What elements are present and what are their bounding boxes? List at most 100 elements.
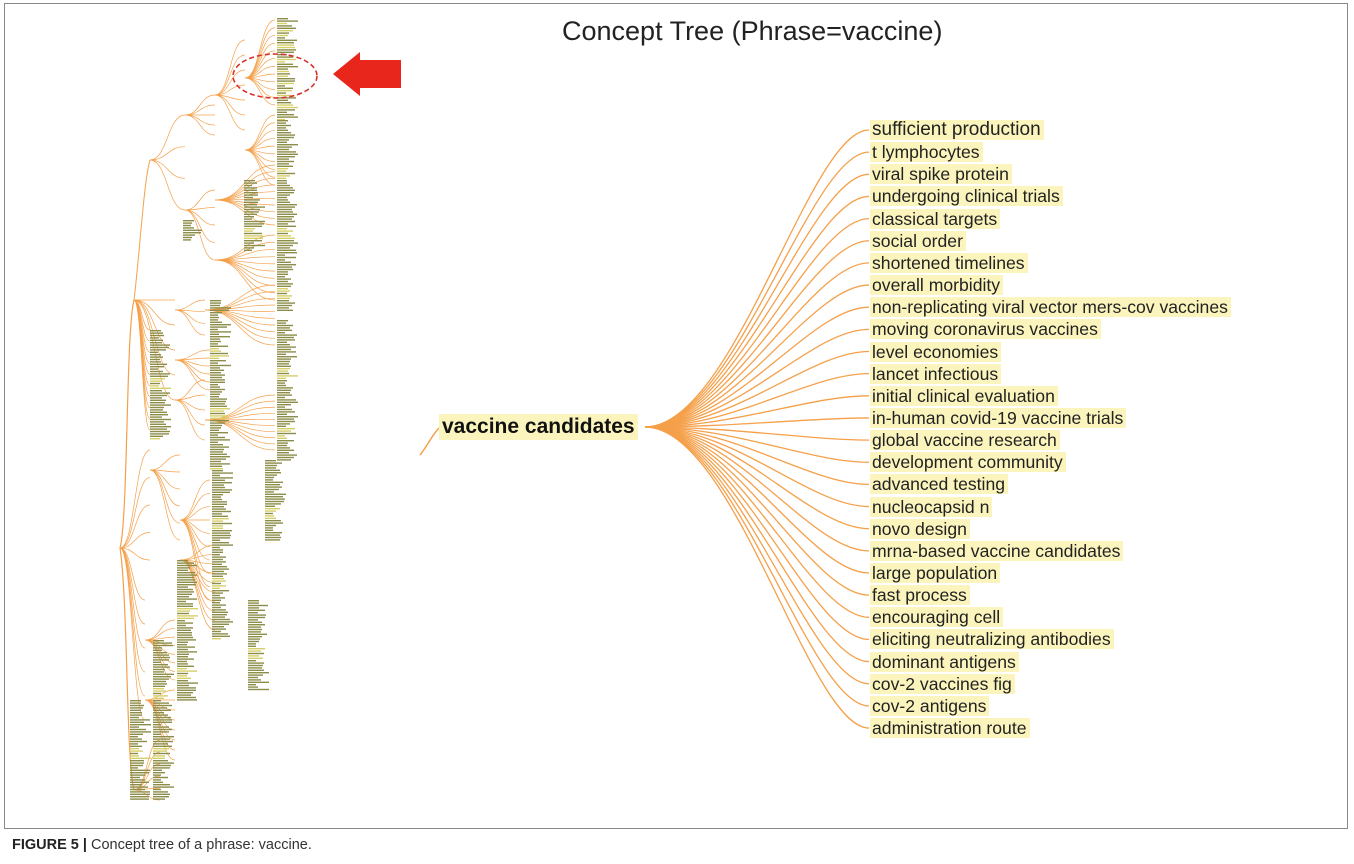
dashed-ellipse-icon: [232, 53, 318, 99]
overview-labels: [277, 120, 298, 311]
overview-leaf-edge: [179, 519, 211, 601]
overview-branch-edge: [214, 54, 246, 96]
overview-branch-edge: [149, 159, 186, 179]
leaf-label: classical targets: [870, 208, 1001, 229]
leaf-edge: [644, 426, 870, 685]
overview-leaf-edge: [244, 27, 276, 79]
leaf-edge: [644, 426, 870, 618]
overview-branch-edge: [184, 189, 216, 211]
leaf-edge: [644, 129, 870, 428]
leaf-label: moving coronavirus vaccines: [870, 319, 1101, 340]
overview-branch-edge: [184, 209, 216, 261]
overview-tree: [119, 18, 318, 801]
root-incoming-edge: [419, 427, 440, 456]
overview-leaf-edge: [244, 149, 276, 186]
figure-caption: FIGURE 5 | Concept tree of a phrase: vac…: [12, 837, 312, 853]
leaf-edge: [644, 426, 870, 663]
leaf-label: level economies: [870, 341, 1002, 362]
leaf-edge: [644, 328, 870, 428]
overview-branch-edge: [214, 69, 246, 96]
overview-labels: [153, 640, 174, 800]
leaf-edge: [644, 262, 870, 428]
caption-text: Concept tree of a phrase: vaccine.: [86, 837, 312, 853]
overview-branch-edge: [149, 159, 186, 211]
leaf-edge: [644, 284, 870, 428]
overview-branch-edge: [174, 394, 206, 401]
overview-branch-edge: [174, 379, 206, 401]
leaf-label: dominant antigens: [870, 651, 1019, 672]
overview-leaf-edge: [179, 559, 216, 631]
leaf-label: advanced testing: [870, 474, 1009, 495]
leaf-label: novo design: [870, 518, 970, 539]
overview-trunk-edge: [119, 299, 135, 549]
leaf-edge: [644, 426, 870, 729]
leaf-label: nucleocapsid n: [870, 496, 993, 517]
overview-leaf-edge: [244, 122, 276, 151]
leaf-edge: [644, 173, 870, 428]
leaf-edge: [644, 151, 870, 428]
overview-leaf-edge: [179, 479, 211, 521]
leaf-edge: [644, 426, 870, 707]
overview-leaf-edge: [244, 50, 276, 79]
red-arrow-icon: [333, 52, 401, 96]
overview-branch-edge: [119, 504, 151, 549]
overview-leaf-edge: [133, 299, 151, 431]
leaf-label: initial clinical evaluation: [870, 385, 1058, 406]
leaf-edge: [644, 426, 870, 508]
leaf-label: undergoing clinical trials: [870, 186, 1063, 207]
leaf-edge: [644, 350, 870, 428]
leaf-label: eliciting neutralizing antibodies: [870, 629, 1114, 650]
leaf-edge: [644, 240, 870, 428]
leaf-edge: [644, 426, 870, 641]
leaf-edge: [644, 426, 870, 596]
overview-labels: [177, 560, 198, 701]
leaf-edge: [644, 306, 870, 428]
overview-branch-edge: [133, 299, 176, 351]
overview-branch-edge: [214, 94, 246, 131]
leaf-edge: [644, 426, 870, 441]
leaf-label: t lymphocytes: [870, 142, 983, 163]
leaf-label: large population: [870, 563, 1001, 583]
overview-labels: [210, 300, 231, 470]
leaf-edge: [644, 373, 870, 428]
leaf-edge: [644, 426, 870, 574]
leaf-edge: [644, 417, 870, 428]
overview-labels: [277, 320, 298, 461]
leaf-edge: [644, 426, 870, 530]
leaf-edge: [644, 426, 870, 463]
leaf-label: development community: [870, 452, 1066, 473]
overview-branch-edge: [119, 449, 151, 549]
leaf-label: overall morbidity: [870, 275, 1004, 296]
overview-leaf-edge: [179, 492, 211, 521]
overview-branch-edge: [149, 114, 186, 161]
overview-labels: [248, 600, 269, 691]
overview-branch-edge: [174, 399, 206, 441]
leaf-edge: [644, 395, 870, 428]
overview-branch-edge: [133, 299, 176, 326]
overview-labels: [244, 180, 265, 251]
overview-branch-edge: [119, 532, 151, 549]
overview-leaf-edge: [179, 506, 211, 521]
overview-labels: [130, 700, 151, 800]
leaf-label: sufficient production: [870, 120, 1044, 140]
leaf-label: encouraging cell: [870, 607, 1004, 628]
overview-branch-edge: [149, 454, 181, 471]
leaf-label: cov-2 vaccines fig: [870, 673, 1015, 694]
leaf-label: lancet infectious: [870, 363, 1002, 384]
root-node-label: vaccine candidates: [439, 414, 638, 440]
overview-branch-edge: [119, 547, 151, 561]
tree-title: Concept Tree (Phrase=vaccine): [562, 16, 943, 46]
overview-branch-edge: [174, 309, 206, 336]
leaf-label: in-human covid-19 vaccine trials: [870, 407, 1127, 428]
overview-labels: [277, 18, 298, 121]
leaf-edge: [644, 426, 870, 552]
overview-labels: [183, 220, 202, 241]
overview-leaf-edge: [144, 619, 176, 641]
overview-branch-edge: [149, 469, 181, 541]
caption-label: FIGURE 5 |: [12, 837, 87, 853]
leaf-edge: [644, 426, 870, 486]
leaf-label: social order: [870, 230, 966, 251]
leaf-label: fast process: [870, 585, 970, 606]
leaf-label: viral spike protein: [870, 164, 1012, 185]
